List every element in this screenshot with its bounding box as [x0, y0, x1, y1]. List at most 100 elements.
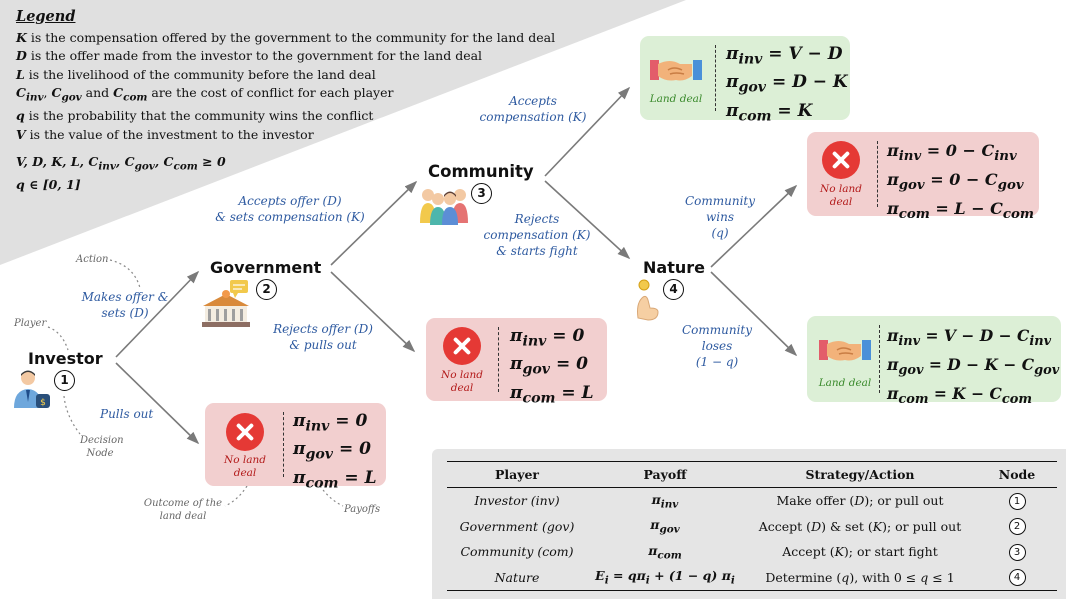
outcome-divider: [877, 141, 878, 207]
player-community: Community: [428, 162, 534, 181]
outcome-label: Land deal: [818, 377, 872, 389]
legend-line: L is the livelihood of the community bef…: [16, 66, 376, 82]
legend: Legend K is the compensation offered by …: [16, 8, 576, 194]
annotation-payoffs: Payoffs: [344, 504, 381, 515]
player-investor: Investor: [28, 349, 103, 368]
node-1: 1: [54, 370, 75, 391]
table-header: Strategy/Action: [743, 461, 977, 488]
payoff-inv: πinv = 0: [293, 411, 368, 435]
legend-line: K is the compensation offered by the gov…: [16, 29, 556, 45]
coin-flip-hand-icon: [637, 279, 659, 321]
payoff-list: πinv = V − D − Cinv πgov = D − K − Cgov …: [887, 324, 1059, 411]
legend-background: [0, 0, 686, 265]
table-cell-player: Nature: [447, 564, 587, 591]
outcome-divider: [715, 45, 716, 111]
outcome-divider: [498, 327, 499, 392]
table-cell-node: 2: [977, 514, 1057, 540]
node-3: 3: [471, 183, 492, 204]
table-cell-strategy: Determine (q), with 0 ≤ q ≤ 1: [743, 564, 977, 591]
payoff-list: πinv = 0 − Cinv πgov = 0 − Cgov πcom = L…: [887, 139, 1034, 227]
investor-icon: $: [14, 370, 50, 408]
legend-bound: V, D, K, L, Cinv, Cgov, Ccom ≥ 0: [16, 153, 226, 173]
table-cell-payoff: πcom: [648, 542, 682, 562]
payoff-gov: πgov = 0: [293, 439, 371, 463]
payoff-com: πcom = K − Ccom: [887, 384, 1032, 408]
handshake-icon: [819, 340, 871, 361]
payoff-com: πcom = K: [726, 100, 813, 125]
table-row: Nature Ei = qπi + (1 − q) πi Determine (…: [447, 564, 1057, 591]
outcome-community-accepts: Land deal πinv = V − D πgov = D − K πcom…: [640, 36, 850, 124]
player-nature: Nature: [643, 258, 705, 277]
legend-line: D is the offer made from the investor to…: [16, 48, 483, 64]
payoff-inv: πinv = 0: [510, 326, 585, 350]
payoff-inv: πinv = V − D − Cinv: [887, 326, 1052, 350]
action-rejects-offer: Rejects offer (D)& pulls out: [273, 322, 373, 352]
table-header-row: Player Payoff Strategy/Action Node: [447, 461, 1057, 488]
payoff-com: πcom = L − Ccom: [887, 199, 1035, 223]
action-accepts-offer: Accepts offer (D)& sets compensation (K): [215, 194, 365, 224]
table-cell-payoff: πgov: [650, 517, 680, 536]
table-header: Player: [447, 461, 587, 488]
government-building-icon: [202, 280, 250, 327]
legend-line: V is the value of the investment to the …: [16, 127, 314, 143]
handshake-icon: [650, 60, 702, 81]
table-cell-node: 1: [977, 488, 1057, 514]
outcome-divider: [283, 412, 284, 477]
svg-text:$: $: [40, 398, 46, 408]
node-4: 4: [663, 279, 684, 300]
payoff-gov: πgov = 0: [510, 354, 588, 378]
summary-table: Player Payoff Strategy/Action Node Inves…: [447, 461, 1057, 591]
table-cell-payoff: πinv: [651, 491, 679, 511]
outcome-divider: [879, 325, 880, 393]
table-cell-payoff: Ei = qπi + (1 − q) πi: [587, 564, 743, 591]
table-cell-strategy: Accept (K); or start fight: [782, 544, 938, 560]
table-cell-strategy: Make offer (D); or pull out: [776, 493, 944, 509]
legend-line: q is the probability that the community …: [16, 108, 374, 124]
no-deal-x-icon: [226, 413, 264, 451]
action-pulls-out: Pulls out: [100, 407, 154, 421]
table-cell-node: 3: [977, 539, 1057, 565]
node-2: 2: [256, 279, 277, 300]
payoff-list: πinv = V − D πgov = D − K πcom = K: [726, 43, 848, 128]
table-row: Government (gov) πgov Accept (D) & set (…: [447, 514, 1057, 540]
outcome-community-loses: Land deal πinv = V − D − Cinv πgov = D −…: [807, 316, 1061, 407]
table-cell-node: 4: [977, 564, 1057, 591]
table-row: Investor (inv) πinv Make offer (D); or p…: [447, 488, 1057, 514]
legend-bound: q ∈ [0, 1]: [16, 176, 81, 192]
payoff-gov: πgov = 0 − Cgov: [887, 170, 1024, 194]
annotation-action: Action: [76, 254, 109, 265]
table-header: Node: [977, 461, 1057, 488]
payoff-gov: πgov = D − K − Cgov: [887, 355, 1060, 379]
no-deal-x-icon: [443, 327, 481, 365]
table-header: Payoff: [587, 461, 743, 488]
table-cell-player: Government (gov): [459, 518, 575, 534]
table-cell-player: Community (com): [460, 544, 574, 560]
table-cell-player: Investor (inv): [474, 493, 560, 509]
payoff-inv: πinv = 0 − Cinv: [887, 141, 1017, 165]
table-row: Community (com) πcom Accept (K); or star…: [447, 539, 1057, 565]
action-makes-offer: Makes offer &sets (D): [81, 290, 169, 320]
legend-title: Legend: [16, 8, 76, 25]
legend-line: Cinv, Cgov and Ccom are the cost of conf…: [16, 85, 394, 104]
annotation-player: Player: [14, 318, 47, 329]
payoff-list: πinv = 0 πgov = 0 πcom = L: [510, 325, 594, 410]
payoff-list: πinv = 0 πgov = 0 πcom = L: [293, 410, 377, 495]
payoff-com: πcom = L: [293, 467, 377, 492]
table-cell-strategy: Accept (D) & set (K); or pull out: [758, 518, 962, 534]
no-deal-x-icon: [822, 141, 860, 179]
payoff-com: πcom = L: [510, 382, 594, 407]
community-people-icon: [420, 189, 468, 225]
